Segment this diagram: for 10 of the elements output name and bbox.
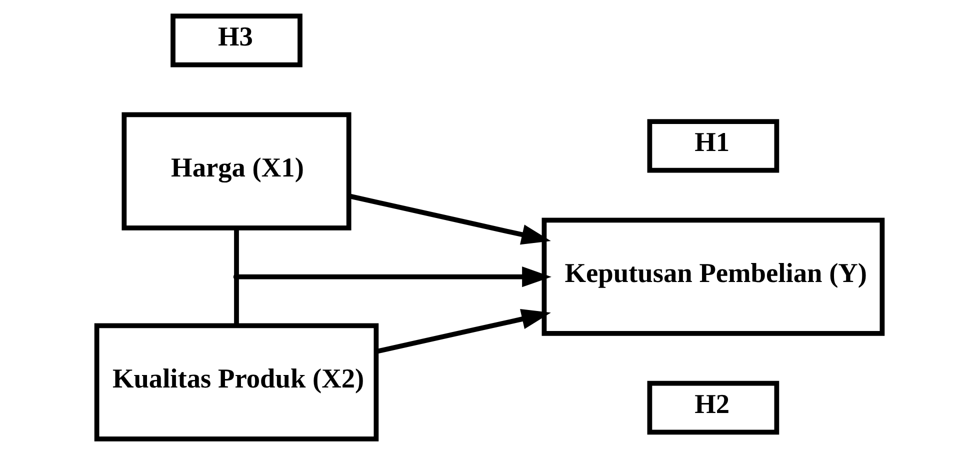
node-box: H3 — [170, 14, 302, 68]
node-box: H2 — [647, 380, 780, 435]
node-box: Keputusan Pembelian (Y) — [542, 218, 885, 336]
connector — [234, 228, 239, 326]
arrow — [376, 308, 551, 354]
node-box: Harga (X1) — [122, 112, 352, 230]
arrow — [238, 266, 552, 288]
node-box: Kualitas Produk (X2) — [94, 323, 379, 442]
node-box: H1 — [647, 119, 780, 173]
arrow — [348, 194, 551, 245]
